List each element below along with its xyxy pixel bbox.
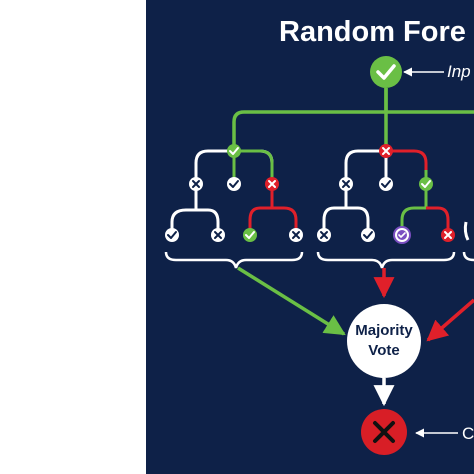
input-label: Inp (447, 62, 471, 81)
input-distribution-lines (232, 88, 474, 150)
tree-2-brace (316, 251, 456, 269)
tree-1-green-path (232, 149, 274, 183)
diagram-title: Random Fore (279, 16, 466, 48)
tree-1-red-path (248, 184, 298, 233)
vote-line-2: Vote (368, 342, 399, 359)
tree-3-partial (462, 221, 474, 262)
tree-1-brace (164, 251, 304, 269)
majority-vote-node (347, 304, 421, 378)
left-margin (0, 0, 146, 474)
tree-1-vote-arrow (237, 266, 346, 336)
forest-diagram: Majority Vote (164, 56, 474, 455)
tree-1 (164, 144, 304, 269)
tree-2 (316, 144, 456, 269)
output-label: C (462, 424, 474, 443)
tree-1-branches (170, 149, 274, 233)
tree-2-red-path (386, 149, 428, 170)
tree-2-red-leaf (426, 206, 450, 233)
tree-3-vote-arrow (426, 298, 474, 342)
diagram-panel: Random Fore Inp C (146, 0, 474, 474)
vote-line-1: Majority (355, 322, 413, 339)
input-check-icon (370, 56, 402, 88)
tree-2-branches (322, 149, 388, 233)
